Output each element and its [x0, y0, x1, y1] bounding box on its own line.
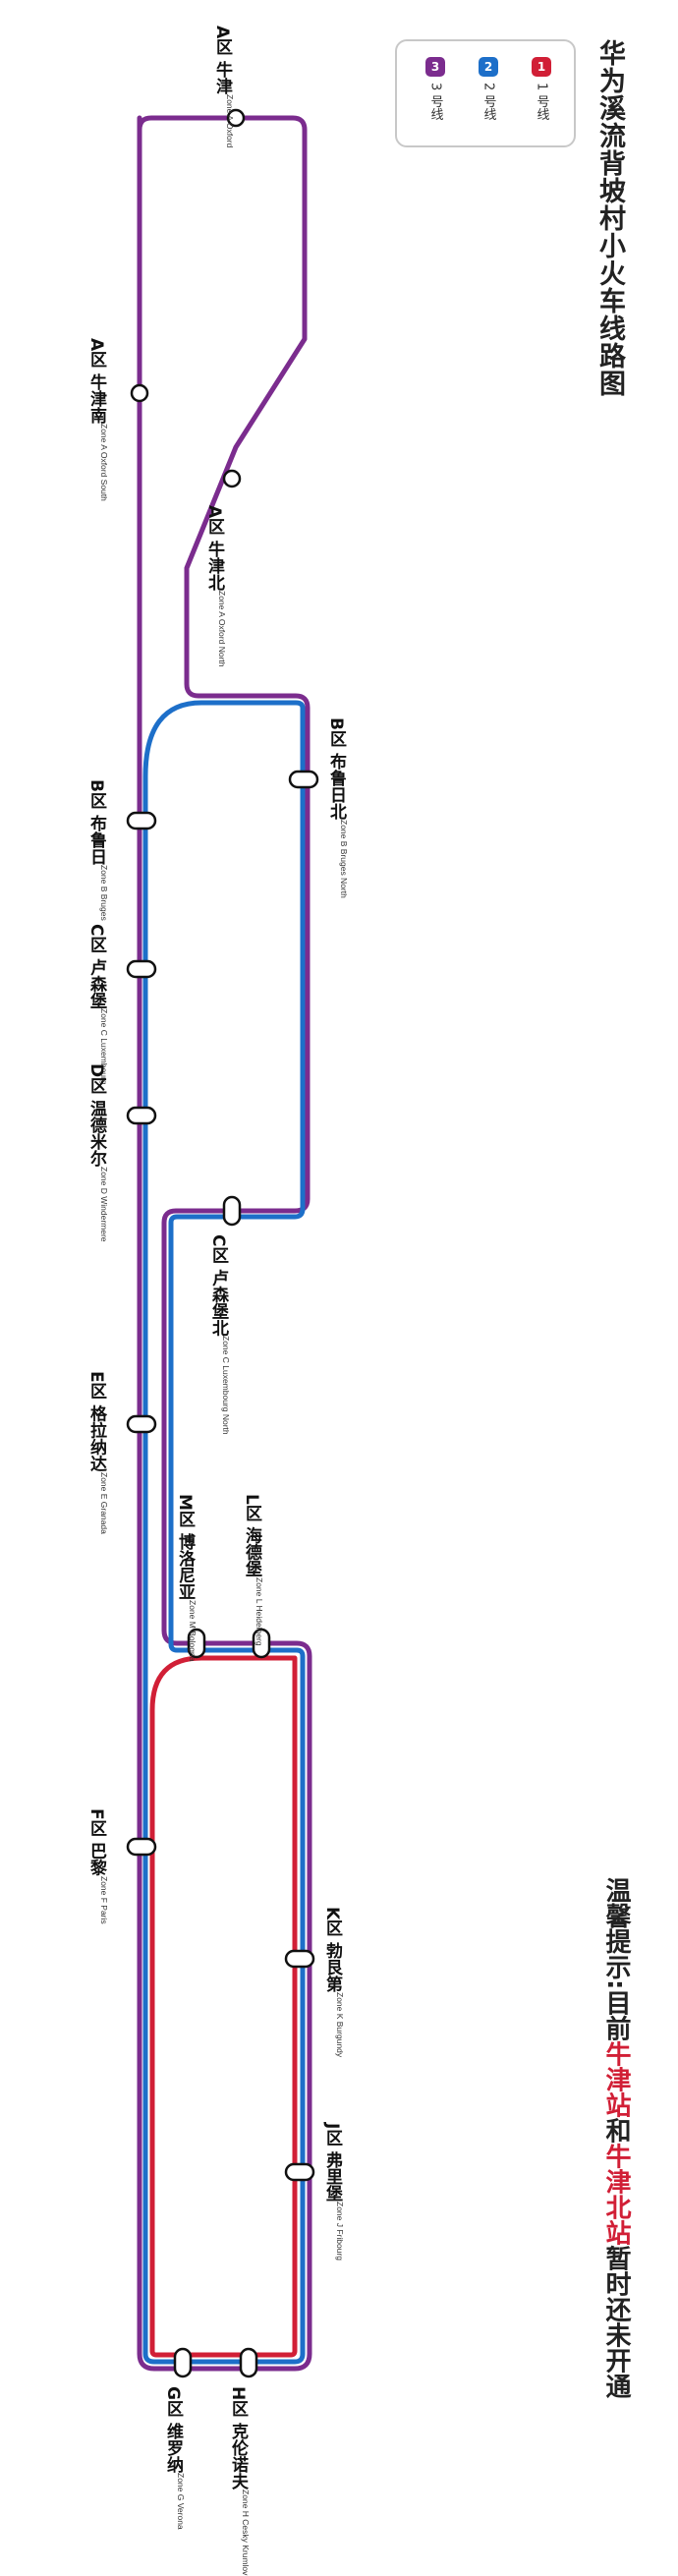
station-name-en: Zone D Windermere — [99, 1167, 109, 1242]
station-marker-granada[interactable] — [126, 1414, 157, 1434]
station-name: G区 维罗纳 — [163, 2386, 183, 2473]
station-name-en: Zone F Paris — [99, 1875, 109, 1924]
station-name-en: Zone B Bruges North — [339, 819, 349, 898]
station-name-en: Zone B Bruges — [99, 864, 109, 921]
station-marker-bruges-north[interactable] — [288, 770, 319, 789]
station-marker-bologna[interactable] — [187, 1628, 206, 1659]
station-marker-verona[interactable] — [173, 2347, 193, 2378]
notice-station-oxford: 牛津站 — [601, 2040, 631, 2118]
station-markers — [126, 108, 319, 2378]
station-name-en: Zone L Heidelberg — [254, 1576, 264, 1646]
station-name-en: Zone G Verona — [176, 2472, 186, 2530]
station-name: H区 克伦诺夫 — [228, 2386, 248, 2490]
station-marker-windermere[interactable] — [126, 1106, 157, 1125]
map-title: 华为溪流背坡村小火车线路图 — [594, 39, 625, 397]
station-name-en: Zone E Granada — [99, 1471, 109, 1534]
legend-item-line-3: 3 3 号线 — [417, 57, 454, 120]
notice-text-1: 目前 — [601, 1989, 631, 2041]
station-name: C区 卢森堡 — [86, 924, 106, 1009]
line-3-route — [137, 115, 312, 2372]
line-2-route — [142, 700, 306, 2365]
station-name: L区 海德堡 — [242, 1494, 261, 1577]
station-name-en: Zone K Burgundy — [335, 1992, 345, 2058]
station-name-en: Zone A Oxford South — [99, 424, 109, 501]
station-name: A区 牛津南 — [86, 338, 106, 425]
station-name: A区 牛津北 — [204, 505, 224, 592]
station-marker-krumlov[interactable] — [239, 2347, 258, 2378]
legend: 1 1 号线 2 2 号线 3 3 号线 — [395, 39, 576, 147]
station-name: J区 弗里堡 — [322, 2123, 342, 2203]
notice-station-oxford-north: 牛津北站 — [601, 2143, 631, 2246]
legend-item-line-1: 1 1 号线 — [523, 57, 560, 120]
station-name-en: Zone H Cesky Krumlov — [241, 2490, 251, 2576]
station-name-en: Zone C Luxembourg North — [221, 1336, 231, 1436]
station-name: B区 布鲁日 — [86, 779, 106, 865]
notice-text-3: 暂时还未开通 — [601, 2245, 631, 2399]
station-name: A区 牛津 — [212, 26, 232, 95]
station-marker-paris[interactable] — [126, 1837, 157, 1857]
legend-label: 1 号线 — [534, 83, 549, 121]
notice-prefix: 温馨提示: — [601, 1877, 631, 1990]
station-name: B区 布鲁日北 — [326, 717, 346, 820]
station-marker-oxford-south[interactable] — [130, 383, 149, 403]
station-marker-oxford-north[interactable] — [222, 469, 242, 488]
station-name-en: Zone A Oxford — [225, 94, 235, 148]
station-name: K区 勃艮第 — [322, 1907, 342, 1993]
station-name: D区 温德米尔 — [86, 1063, 106, 1168]
notice: 温馨提示:目前牛津站和牛津北站暂时还未开通 — [590, 1877, 635, 2398]
station-name-en: Zone A Oxford North — [217, 591, 227, 667]
station-marker-luxembourg-north[interactable] — [222, 1195, 242, 1227]
route-map — [126, 108, 319, 2378]
line-1-route — [149, 1655, 298, 2358]
station-marker-heidelberg[interactable] — [252, 1628, 271, 1659]
notice-text-2: 和 — [601, 2117, 631, 2144]
station-name-en: Zone C Luxembourg — [99, 1008, 109, 1085]
line-3-badge: 3 — [425, 57, 445, 77]
station-marker-oxford[interactable] — [226, 108, 246, 128]
station-marker-fribourg[interactable] — [284, 2162, 315, 2182]
station-name: C区 卢森堡北 — [208, 1234, 228, 1337]
station-marker-burgundy[interactable] — [284, 1949, 315, 1969]
station-name-en: Zone J Fribourg — [335, 2202, 345, 2261]
station-marker-luxembourg[interactable] — [126, 959, 157, 979]
line-2-badge: 2 — [479, 57, 498, 77]
station-name-en: Zone M Bologna — [188, 1599, 198, 1662]
line-1-badge: 1 — [532, 57, 551, 77]
station-name: M区 博洛尼亚 — [175, 1494, 195, 1600]
station-name: E区 格拉纳达 — [86, 1371, 106, 1472]
legend-label: 2 号线 — [480, 83, 496, 121]
legend-item-line-2: 2 2 号线 — [470, 57, 507, 120]
station-marker-bruges[interactable] — [126, 811, 157, 830]
legend-label: 3 号线 — [427, 83, 443, 121]
station-name: F区 巴黎 — [86, 1808, 106, 1876]
